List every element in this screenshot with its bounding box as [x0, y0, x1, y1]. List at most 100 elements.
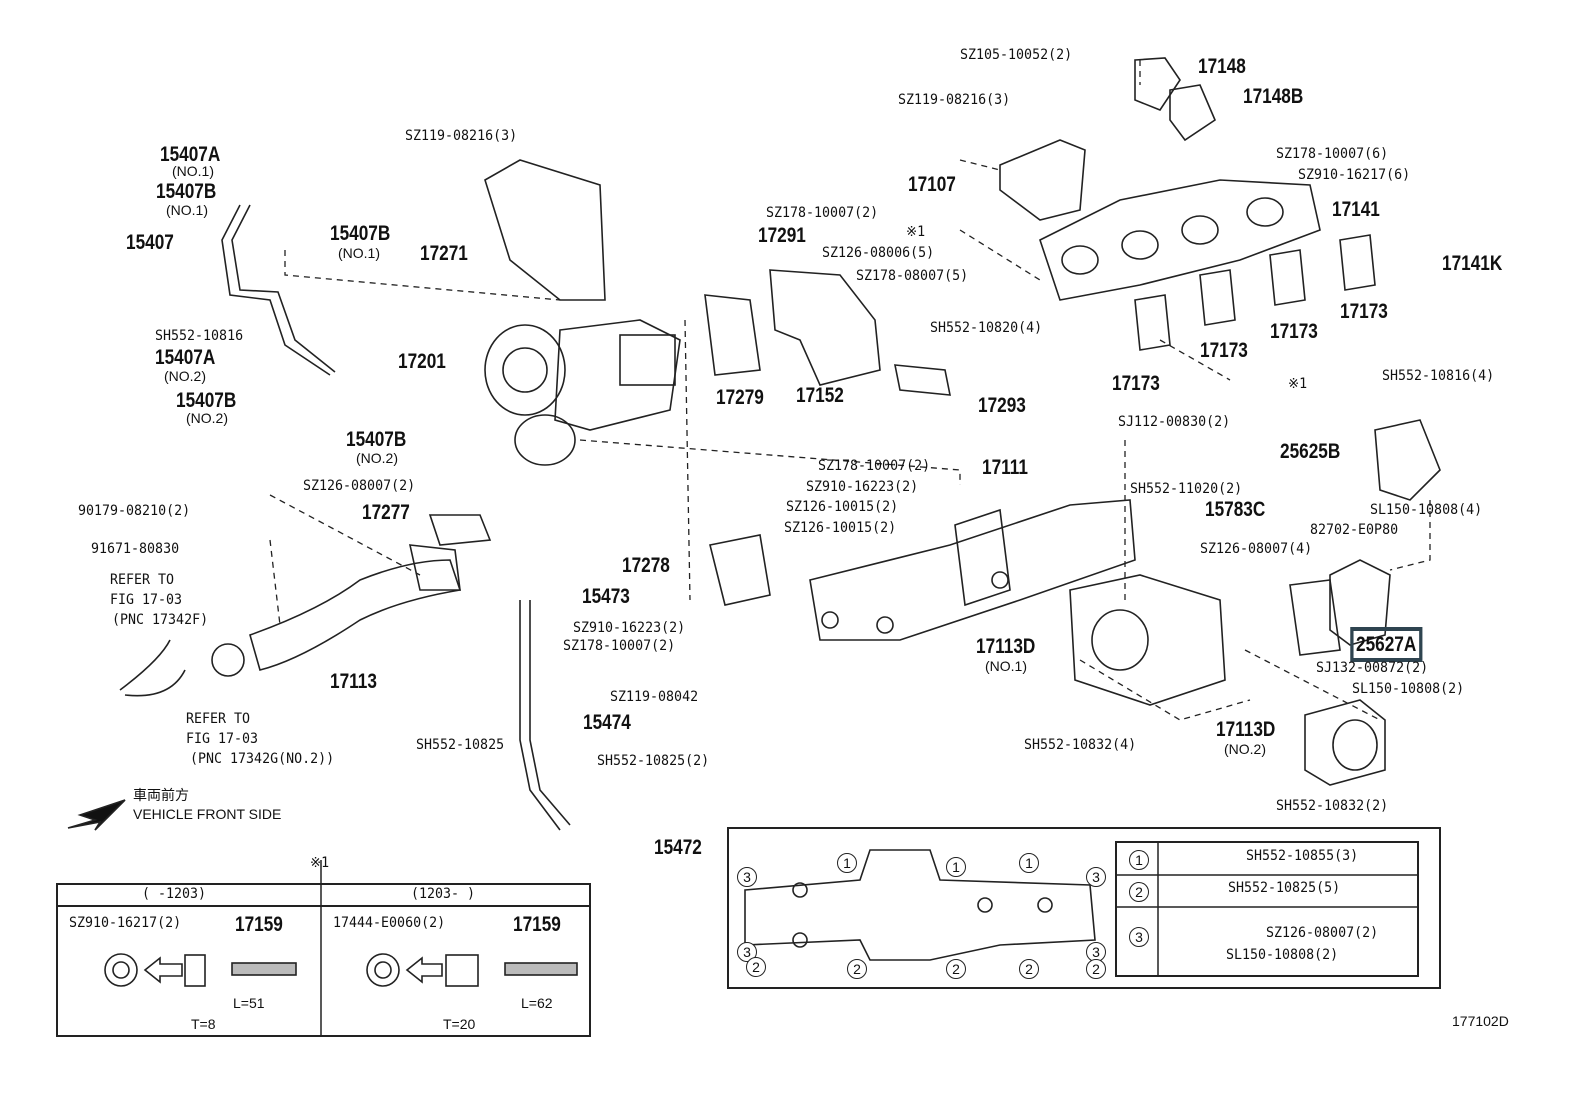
part-label: 15407A — [160, 143, 221, 166]
gasket-bolt-marker: 2 — [746, 957, 766, 977]
part-label: 15407A — [155, 346, 216, 369]
part-label: 15407 — [126, 231, 174, 254]
part-label: 82702-E0P80 — [1310, 522, 1399, 538]
part-label: SH552-10832(4) — [1024, 737, 1137, 753]
stud-length: L=51 — [233, 995, 265, 1011]
variant-column-header: (1203- ) — [411, 886, 476, 902]
part-label: SH552-10816(4) — [1382, 368, 1495, 384]
part-label: SZ178-10007(2) — [818, 458, 931, 474]
part-label: SJ132-00872(2) — [1316, 660, 1429, 676]
part-label: 17293 — [978, 394, 1026, 417]
part-label: SZ105-10052(2) — [960, 47, 1073, 63]
part-label: 25627A — [1350, 627, 1423, 662]
legend-part-number: SL150-10808(2) — [1226, 947, 1339, 963]
part-label: 17107 — [908, 173, 956, 196]
part-label: 17271 — [420, 242, 468, 265]
part-label: 15474 — [583, 711, 631, 734]
part-label: (NO.2) — [164, 368, 206, 384]
part-label: 17277 — [362, 501, 410, 524]
part-label: SZ910-16223(2) — [573, 620, 686, 636]
part-label: SH552-11020(2) — [1130, 481, 1243, 497]
part-label: 15407B — [156, 180, 217, 203]
part-label: SZ126-08007(4) — [1200, 541, 1313, 557]
gasket-bolt-marker: 1 — [1019, 853, 1039, 873]
part-label: SZ119-08216(3) — [405, 128, 518, 144]
gasket-bolt-marker: 2 — [1086, 959, 1106, 979]
part-label: SJ112-00830(2) — [1118, 414, 1231, 430]
heat-shield-17271 — [484, 159, 606, 301]
part-label: (NO.1) — [985, 658, 1027, 674]
gasket-bolt-marker: 3 — [1086, 867, 1106, 887]
part-label: 17278 — [622, 554, 670, 577]
part-label: 17148 — [1198, 55, 1246, 78]
stud-part-number: 17159 — [513, 913, 561, 936]
part-label: SH552-10825 — [416, 737, 505, 753]
throttle-body-17113d-no1 — [1069, 574, 1226, 706]
part-label: ※1 — [1288, 376, 1308, 392]
part-label: SZ126-08007(2) — [303, 478, 416, 494]
part-label: SZ910-16217(6) — [1298, 167, 1411, 183]
part-label: 91671-80830 — [91, 541, 180, 557]
oil-pipe-15474 — [519, 600, 571, 831]
part-label: 17173 — [1200, 339, 1248, 362]
part-label: SH552-10816 — [155, 328, 244, 344]
part-label: 15472 — [654, 836, 702, 859]
part-label: 90179-08210(2) — [78, 503, 191, 519]
part-label: SZ126-10015(2) — [786, 499, 899, 515]
part-label: 17141K — [1442, 252, 1503, 275]
part-label: FIG 17-03 — [110, 592, 183, 608]
part-label: (NO.1) — [166, 202, 208, 218]
gasket-bolt-marker: 2 — [946, 959, 966, 979]
part-label: REFER TO — [186, 711, 251, 727]
part-label: 17201 — [398, 350, 446, 373]
adapter-17113d-no2 — [1304, 699, 1386, 786]
variant-column-header: ( -1203) — [142, 886, 207, 902]
part-label: SH552-10825(2) — [597, 753, 710, 769]
part-label: SZ126-10015(2) — [784, 520, 897, 536]
washer-thickness: T=20 — [443, 1016, 476, 1032]
exhaust-manifold-17141 — [1039, 179, 1321, 301]
part-label: (NO.2) — [356, 450, 398, 466]
stud-length: L=62 — [521, 995, 553, 1011]
part-label: 17173 — [1340, 300, 1388, 323]
part-label: SZ178-10007(6) — [1276, 146, 1389, 162]
part-label: SZ126-08006(5) — [822, 245, 935, 261]
legend-part-number: SH552-10855(3) — [1246, 848, 1359, 864]
part-label: (NO.2) — [1224, 741, 1266, 757]
part-label: (NO.1) — [172, 163, 214, 179]
part-label: 15473 — [582, 585, 630, 608]
part-label: SZ178-08007(5) — [856, 268, 969, 284]
gasket-bolt-diagram-frame — [727, 827, 1441, 989]
gasket-bolt-marker: 2 — [1019, 959, 1039, 979]
part-label: 17279 — [716, 386, 764, 409]
bolt-legend-frame — [1115, 841, 1419, 977]
diagram-id: 177102D — [1452, 1013, 1509, 1029]
part-label: 17173 — [1112, 372, 1160, 395]
legend-marker-2: 2 — [1129, 882, 1149, 902]
legend-part-number: SH552-10825(5) — [1228, 880, 1341, 896]
legend-part-number: SZ126-08007(2) — [1266, 925, 1379, 941]
part-label: 17152 — [796, 384, 844, 407]
vehicle-front-label-jp: 車両前方 — [133, 787, 189, 803]
washer-part-number: 17444-E0060(2) — [333, 915, 446, 931]
part-label: 15407B — [346, 428, 407, 451]
vehicle-front-arrow-icon — [67, 799, 126, 831]
part-label: 17173 — [1270, 320, 1318, 343]
gasket-17277 — [428, 514, 492, 546]
vehicle-front-label: VEHICLE FRONT SIDE — [133, 806, 282, 822]
egr-valve-25627a — [1329, 559, 1391, 646]
part-label: 17113D — [976, 635, 1036, 658]
gasket-bolt-marker: 1 — [946, 857, 966, 877]
washer-part-number: SZ910-16217(2) — [69, 915, 182, 931]
part-label: 17148B — [1243, 85, 1304, 108]
part-label: 15407B — [330, 222, 391, 245]
part-label: 15783C — [1205, 498, 1266, 521]
part-label: 17141 — [1332, 198, 1380, 221]
elbow-17291 — [769, 269, 881, 386]
part-label: SL150-10808(4) — [1370, 502, 1483, 518]
part-label: 17113D — [1216, 718, 1276, 741]
variant-table-frame — [56, 883, 591, 1037]
part-label: SZ178-10007(2) — [766, 205, 879, 221]
part-label: SL150-10808(2) — [1352, 681, 1465, 697]
